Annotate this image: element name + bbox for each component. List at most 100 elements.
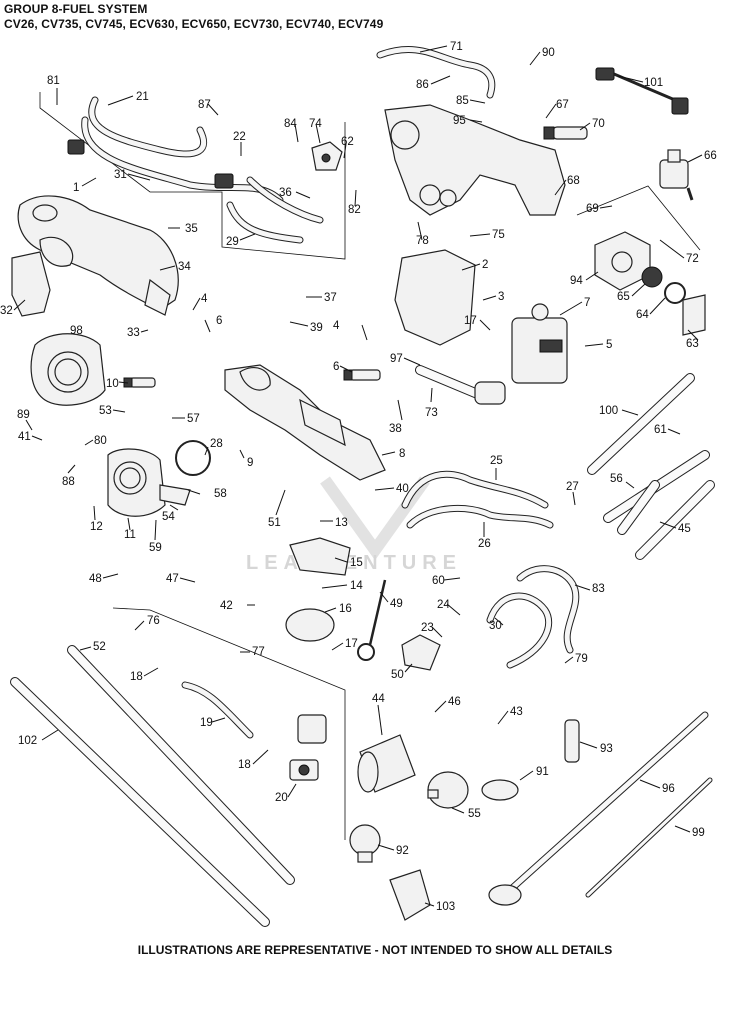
tube-45	[635, 480, 715, 560]
callout-76: 76	[147, 615, 160, 627]
part-103	[389, 869, 431, 921]
regulator-66	[659, 149, 694, 201]
intake-manifold-1	[17, 195, 179, 316]
dipstick-49	[357, 579, 387, 661]
callout-66: 66	[704, 150, 717, 162]
gasket-32	[11, 251, 51, 317]
callout-9: 9	[247, 457, 253, 469]
callout-34: 34	[178, 261, 191, 273]
callout-69: 69	[586, 203, 599, 215]
callout-101: 101	[644, 77, 663, 89]
tube-52	[67, 645, 295, 885]
part-91	[481, 779, 519, 801]
callout-85: 85	[456, 95, 469, 107]
hose-19	[181, 681, 254, 739]
callout-32: 32	[0, 305, 13, 317]
filter-44	[357, 734, 416, 793]
callout-67: 67	[556, 99, 569, 111]
regulator-92	[349, 824, 381, 863]
callout-49: 49	[390, 598, 403, 610]
callout-100: 100	[599, 405, 618, 417]
callout-35: 35	[185, 223, 198, 235]
callout-58: 58	[214, 488, 227, 500]
callout-29: 29	[226, 236, 239, 248]
filter-55	[427, 771, 469, 809]
callout-23: 23	[421, 622, 434, 634]
callout-52: 52	[93, 641, 106, 653]
hose-25-26	[401, 470, 554, 529]
bracket-63	[682, 294, 706, 336]
callout-96: 96	[662, 783, 675, 795]
callout-26: 26	[478, 538, 491, 550]
callout-97: 97	[390, 353, 403, 365]
valve-20	[289, 759, 319, 781]
callout-47: 47	[166, 573, 179, 585]
callout-13: 13	[335, 517, 348, 529]
callout-87: 87	[198, 99, 211, 111]
callout-20: 20	[275, 792, 288, 804]
sensor-101	[595, 67, 689, 115]
callout-95: 95	[453, 115, 466, 127]
callout-6b: 6	[333, 361, 339, 373]
fuel-hose-21-31	[67, 96, 324, 244]
plate-16	[285, 608, 335, 642]
callout-6a: 6	[216, 315, 222, 327]
callout-27: 27	[566, 481, 579, 493]
callout-62: 62	[341, 136, 354, 148]
callout-18a: 18	[130, 671, 143, 683]
callout-28: 28	[210, 438, 223, 450]
callout-36: 36	[279, 187, 292, 199]
bracket-15	[289, 537, 351, 576]
callout-4a: 4	[201, 293, 208, 305]
disclaimer-footer: ILLUSTRATIONS ARE REPRESENTATIVE - NOT I…	[137, 943, 613, 957]
callout-labels: 81 21 87 84 74 22 62 31 1 36 82 29 35 34…	[0, 41, 717, 913]
callout-80: 80	[94, 435, 107, 447]
diagram-title: GROUP 8-FUEL SYSTEM	[4, 2, 148, 16]
injector-6	[343, 369, 381, 381]
callout-14: 14	[350, 580, 363, 592]
callout-77: 77	[252, 646, 265, 658]
group-outline-fittings	[112, 607, 346, 840]
bracket-valve	[297, 714, 327, 744]
callout-51: 51	[268, 517, 281, 529]
callout-22: 22	[233, 131, 246, 143]
callout-88: 88	[62, 476, 75, 488]
pipe-99	[585, 777, 713, 898]
callout-44: 44	[372, 693, 385, 705]
callout-1: 1	[73, 182, 79, 194]
callout-30: 30	[489, 620, 502, 632]
callout-86: 86	[416, 79, 429, 91]
callout-103: 103	[436, 901, 455, 913]
tube-102	[10, 677, 270, 927]
callout-91: 91	[536, 766, 549, 778]
callout-90: 90	[542, 47, 555, 59]
pipe-96	[488, 711, 709, 906]
callout-93: 93	[600, 743, 613, 755]
callout-39: 39	[310, 322, 323, 334]
callout-102: 102	[18, 735, 37, 747]
callout-21: 21	[136, 91, 149, 103]
callout-50: 50	[391, 669, 404, 681]
intake-manifold-68	[384, 104, 566, 216]
hose-83-30	[486, 565, 580, 669]
callout-41: 41	[18, 431, 31, 443]
callout-56: 56	[610, 473, 623, 485]
callout-83: 83	[592, 583, 605, 595]
callout-11: 11	[124, 529, 136, 541]
callout-40: 40	[396, 483, 409, 495]
gasket-28	[175, 440, 211, 476]
callout-3: 3	[498, 291, 504, 303]
fuel-line-71	[376, 46, 496, 99]
callout-17b: 17	[464, 315, 477, 327]
group-outline-pump	[576, 185, 701, 251]
tube-56	[617, 480, 660, 535]
callout-79: 79	[575, 653, 588, 665]
part-74	[311, 141, 343, 171]
callout-10: 10	[106, 378, 119, 390]
callout-12: 12	[90, 521, 103, 533]
callout-24: 24	[437, 599, 450, 611]
leader-lines	[13, 45, 703, 907]
o-ring-64	[664, 282, 686, 304]
pump-housing-94	[594, 231, 651, 291]
